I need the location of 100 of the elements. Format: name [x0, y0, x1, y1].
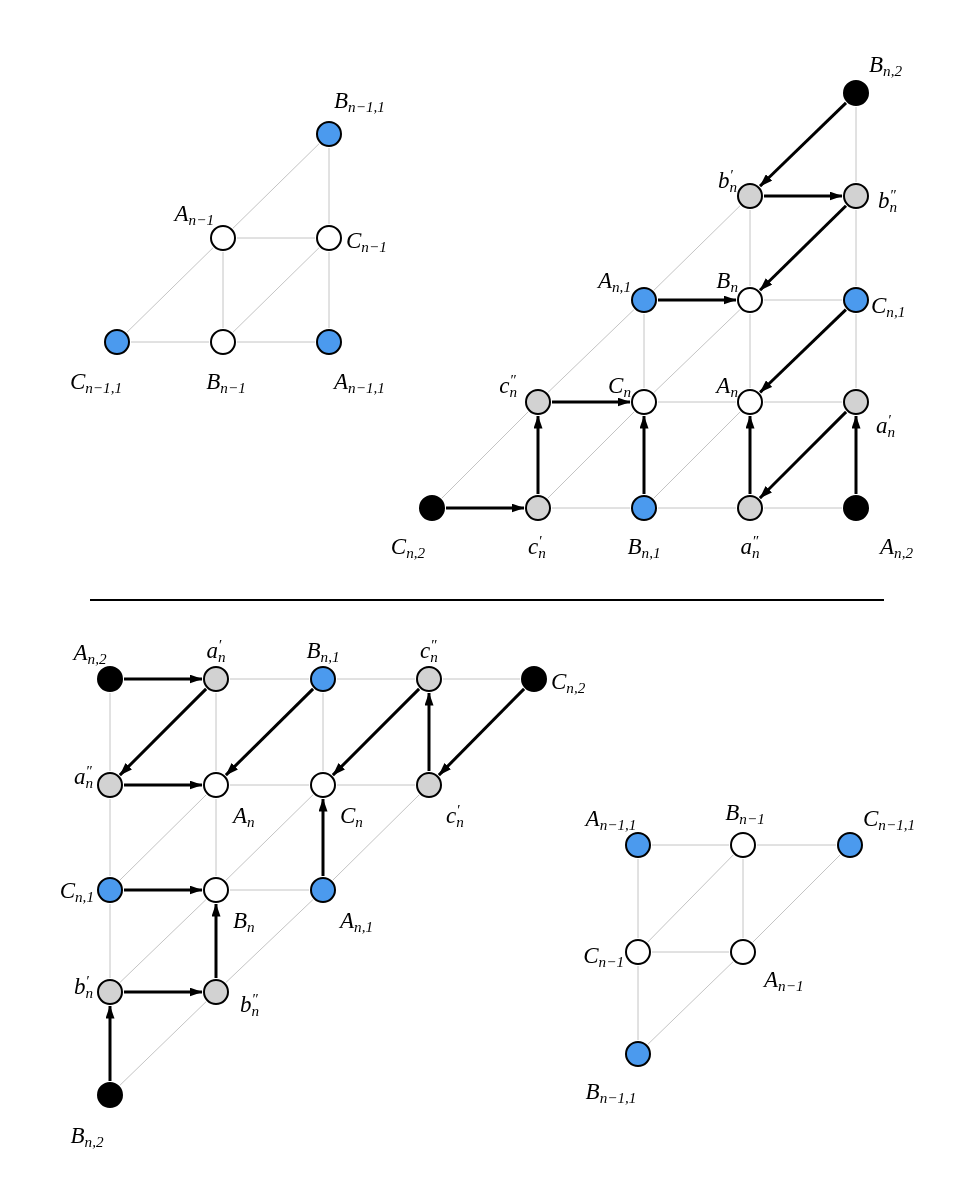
node-circle	[737, 495, 763, 521]
arrow	[331, 687, 421, 777]
node-label: B$_{n,2}$	[70, 1123, 104, 1147]
node-label: A$_{n−1}$	[174, 201, 214, 225]
node-circle	[843, 80, 869, 106]
connector-line	[232, 143, 320, 229]
node-circle	[97, 666, 123, 692]
node-circle	[631, 495, 657, 521]
node-circle	[316, 121, 342, 147]
node-label: C$_{n}$	[608, 373, 631, 397]
node-circle	[416, 772, 442, 798]
connector-line	[647, 961, 734, 1045]
connector-line	[441, 411, 529, 499]
node-circle	[419, 495, 445, 521]
connector-line	[119, 794, 207, 881]
node-label: B$_{n,1}$	[627, 534, 661, 558]
node-circle	[625, 832, 651, 858]
node-circle	[631, 287, 657, 313]
arrow	[124, 780, 203, 790]
arrow	[639, 415, 649, 494]
node-label: A$_{n,2}$	[880, 534, 914, 558]
node-circle	[730, 832, 756, 858]
node-circle	[97, 772, 123, 798]
connector-line	[653, 309, 741, 393]
node-label: B$_{n−1}$	[206, 369, 246, 393]
node-label: B$_{n}$	[716, 268, 738, 292]
node-circle	[843, 287, 869, 313]
arrow	[446, 503, 525, 513]
arrow	[764, 191, 843, 201]
node-circle	[737, 287, 763, 313]
node-label: C$_{n−1,1}$	[863, 806, 916, 830]
arrow	[758, 410, 848, 500]
node-label: B$_{n−1,1}$	[585, 1079, 637, 1103]
connector-line	[225, 794, 314, 881]
node-label: A$_{n,2}$	[73, 640, 107, 664]
arrow	[318, 798, 328, 876]
arrow	[437, 687, 526, 777]
node-circle	[210, 329, 236, 355]
node-circle	[316, 225, 342, 251]
connector-line	[232, 247, 320, 333]
node-label: C$_{n,2}$	[390, 534, 426, 558]
node-label: C$_{n−1,1}$	[69, 369, 123, 393]
node-label: A$_{n−1,1}$	[334, 369, 385, 393]
node-label: B$_{n−1}$	[725, 800, 765, 824]
node-label: A$_{n,1}$	[340, 908, 374, 932]
node-label: B$_{n,2}$	[869, 52, 903, 76]
connector-line	[126, 247, 214, 333]
node-circle	[521, 666, 547, 692]
node-circle	[310, 877, 336, 903]
node-circle	[525, 389, 551, 415]
node-circle	[310, 772, 336, 798]
connector-line	[653, 205, 741, 291]
node-circle	[730, 939, 756, 965]
node-circle	[625, 1041, 651, 1067]
connector-line	[547, 309, 635, 393]
node-label: A$_{n−1,1}$	[585, 806, 637, 830]
node-label: B$_{n}$	[233, 908, 255, 932]
node-circle	[525, 495, 551, 521]
connector-line	[225, 899, 314, 983]
node-label: C$_{n,2}$	[551, 669, 586, 693]
node-label: C$_{n,1}$	[59, 878, 94, 902]
node-circle	[97, 877, 123, 903]
arrow	[211, 903, 221, 978]
connector-line	[119, 899, 207, 983]
node-circle	[625, 939, 651, 965]
arrow	[124, 987, 203, 997]
node-label: C$_{n−1}$	[583, 943, 624, 967]
node-circle	[837, 832, 863, 858]
node-circle	[203, 877, 229, 903]
node-label: A$_{n,1}$	[597, 268, 631, 292]
node-label: A$_{n}$	[233, 803, 255, 827]
arrow	[759, 308, 847, 394]
arrow	[118, 687, 208, 777]
node-label: A$_{n−1}$	[764, 967, 804, 991]
node-circle	[97, 979, 123, 1005]
connector-line	[332, 794, 420, 881]
arrow	[745, 415, 755, 494]
arrow	[124, 885, 203, 895]
connector-line	[547, 411, 635, 499]
arrow	[124, 674, 203, 684]
node-circle	[210, 225, 236, 251]
node-circle	[737, 183, 763, 209]
node-circle	[631, 389, 657, 415]
node-label: A$_{n}$	[716, 373, 738, 397]
node-circle	[737, 389, 763, 415]
node-label: C$_{n}$	[340, 803, 363, 827]
arrow	[105, 1005, 115, 1081]
arrow	[758, 204, 848, 292]
arrow	[851, 415, 861, 494]
node-circle	[104, 329, 130, 355]
node-circle	[203, 666, 229, 692]
arrow	[533, 415, 543, 494]
node-circle	[203, 772, 229, 798]
arrow	[424, 692, 434, 771]
connector-line	[752, 854, 841, 943]
node-circle	[416, 666, 442, 692]
connector-line	[119, 1001, 207, 1086]
connector-line	[647, 854, 734, 943]
node-label: B$_{n,1}$	[306, 638, 340, 662]
arrow	[552, 397, 631, 407]
